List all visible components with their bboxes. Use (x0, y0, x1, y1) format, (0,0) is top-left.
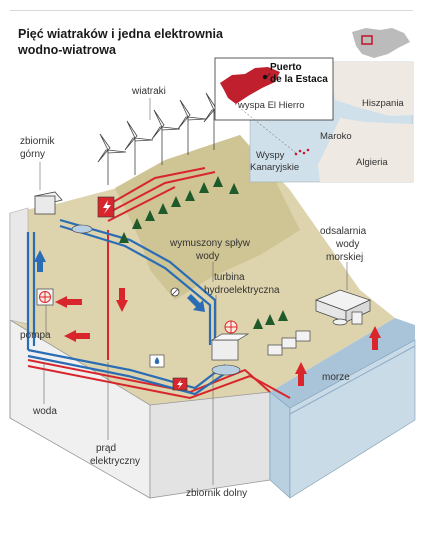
label-sea: morze (322, 372, 350, 383)
map-label-algeria: Algieria (356, 157, 388, 168)
substation (97, 196, 115, 218)
map-label-morocco: Maroko (320, 131, 352, 142)
label-electric-2: elektryczny (90, 456, 141, 467)
tree-icon (229, 183, 239, 194)
water-drop-icon (149, 354, 165, 368)
windmill-icon (151, 109, 181, 165)
flow-arrows (34, 250, 381, 386)
building-icon (295, 330, 311, 342)
building-icon (267, 344, 283, 356)
tree-icon (145, 210, 155, 221)
tree-icon (119, 232, 129, 243)
tree-icon (213, 176, 223, 187)
trees (119, 176, 288, 329)
label-water: woda (33, 406, 57, 417)
label-forced-flow-1: wymuszony spływ (170, 238, 251, 249)
lightning-icon (177, 380, 183, 389)
ground-side-face (149, 391, 271, 499)
locator-box (361, 35, 373, 45)
arrow-up-red-desal (369, 326, 381, 350)
lightning-icon (103, 200, 111, 214)
arrow-down-blue (187, 294, 205, 312)
top-rule (10, 10, 413, 11)
arrow-left-red (55, 296, 82, 308)
map-label-puerto-2: de la Estaca (270, 74, 328, 85)
title-line-2: wodno-wiatrowa (18, 43, 116, 57)
tree-icon (132, 218, 142, 229)
label-windmills: wiatraki (132, 86, 166, 97)
sea-waterline (289, 345, 416, 415)
label-electric-1: prąd (96, 443, 117, 454)
pump (36, 288, 54, 306)
tree-icon (253, 318, 263, 329)
map-land-spain (330, 62, 413, 116)
leader-lines (39, 98, 348, 485)
label-lower-reservoir: zbiornik dolny (186, 488, 248, 499)
arrow-up-blue-left (34, 250, 46, 272)
label-turbine-2: hydroelektryczna (204, 285, 280, 296)
houses (267, 330, 311, 356)
puerto-marker (262, 74, 268, 80)
tree-icon (158, 203, 168, 214)
blue-water-pipes (26, 218, 231, 396)
windmill-icon (124, 120, 154, 175)
sea-top (270, 318, 415, 408)
tree-icon (185, 190, 195, 201)
map-label-canary-1: Wyspy (256, 150, 285, 161)
windmills (97, 92, 233, 185)
left-wall (9, 207, 29, 325)
label-forced-flow-2: wody (196, 251, 220, 262)
lower-reservoir (211, 364, 241, 376)
label-upper-reservoir-2: górny (20, 149, 46, 160)
map-label-island: wyspa El Hierro (238, 100, 305, 111)
tree-icon (199, 182, 209, 193)
title-line-1: Pięć wiatraków i jedna elektrownia (18, 27, 223, 41)
windmill-icon (177, 99, 207, 155)
windmill-icon (97, 133, 127, 185)
arrow-up-red-sea (295, 362, 307, 386)
diagram-title: Pięć wiatraków i jedna elektrownia wodno… (18, 26, 258, 58)
building-icon (281, 337, 297, 349)
tree-icon (278, 310, 288, 321)
map-land-africa (318, 118, 413, 182)
inset-map (214, 57, 414, 183)
label-turbine-1: turbina (214, 272, 245, 283)
label-desalination-2: wody (336, 239, 360, 250)
label-desalination-1: odsalarnia (320, 226, 367, 237)
desalination-plant (315, 289, 371, 326)
arrow-right-red (64, 330, 90, 342)
label-desalination-3: morskiej (326, 252, 364, 263)
tree-icon (171, 196, 181, 207)
red-power-lines (27, 167, 291, 400)
map-label-canary-2: Kanaryjskie (250, 162, 300, 173)
upper-reservoir (34, 191, 93, 234)
hydro-turbine (210, 320, 250, 361)
sea-front (269, 391, 291, 499)
globe-locator (350, 28, 412, 60)
label-pump: pompa (20, 330, 51, 341)
canary-islands (294, 148, 310, 156)
tree-icon (265, 314, 275, 325)
label-upper-reservoir-1: zbiornik (20, 136, 55, 147)
arrow-down-red (116, 288, 128, 312)
lightning-box (172, 377, 188, 391)
sea-side (289, 339, 416, 499)
map-label-spain: Hiszpania (362, 98, 404, 109)
map-label-puerto-1: Puerto (270, 62, 302, 73)
